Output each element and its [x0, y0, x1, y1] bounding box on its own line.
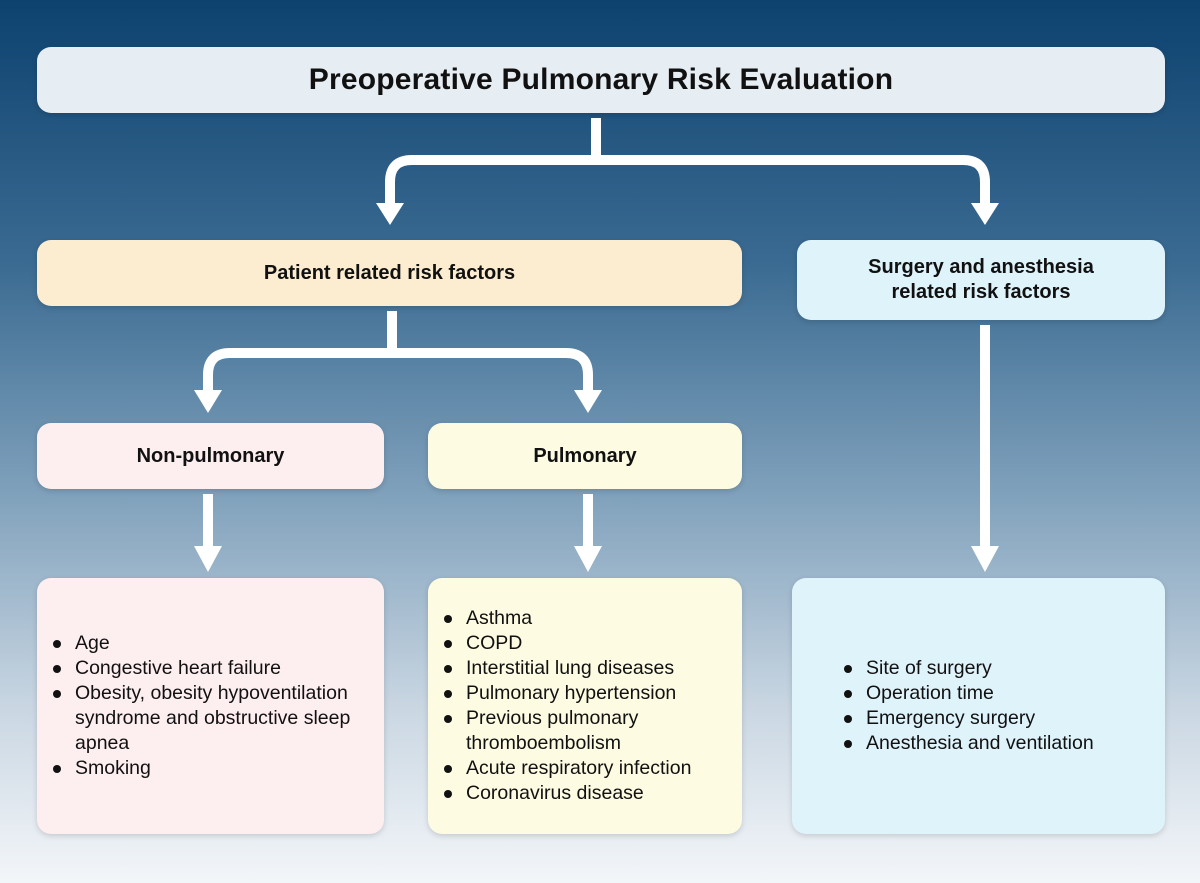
arrow-title-to-surgery: [596, 155, 990, 206]
pulmonary-list-box: Asthma COPD Interstitial lung diseases P…: [428, 578, 742, 834]
list-item: Site of surgery: [792, 656, 1165, 681]
arrowhead: [574, 546, 602, 572]
pulmonary-header: Pulmonary: [533, 444, 637, 467]
list-item: Emergency surgery: [792, 706, 1165, 731]
list-item: Acute respiratory infection: [428, 756, 728, 781]
surgery-list-box: Site of surgery Operation time Emergency…: [792, 578, 1165, 834]
pulmonary-box: Pulmonary: [428, 423, 742, 489]
list-item: Interstitial lung diseases: [428, 656, 728, 681]
surgery-header-line1: Surgery and anesthesia: [868, 256, 1094, 278]
list-item: Anesthesia and ventilation: [792, 731, 1165, 756]
surgery-risk-box: Surgery and anesthesia related risk fact…: [797, 240, 1165, 320]
title-box: Preoperative Pulmonary Risk Evaluation: [37, 47, 1165, 113]
arrow-patient-to-pulmonary: [392, 348, 593, 392]
arrow-patient-to-nonpulmonary: [203, 311, 397, 392]
arrowhead: [376, 203, 404, 225]
arrow-title-to-patient: [385, 118, 601, 206]
list-item: Previous pulmonary thromboembolism: [428, 706, 728, 756]
nonpulmonary-list-box: Age Congestive heart failure Obesity, ob…: [37, 578, 384, 834]
patient-risk-box: Patient related risk factors: [37, 240, 742, 306]
surgery-risk-header: Surgery and anesthesia related risk fact…: [868, 255, 1094, 305]
patient-risk-header: Patient related risk factors: [263, 261, 516, 284]
list-item: Age: [37, 631, 367, 656]
arrowhead: [574, 390, 602, 413]
list-item: Pulmonary hypertension: [428, 681, 728, 706]
arrowhead: [194, 390, 222, 413]
nonpulmonary-box: Non-pulmonary: [37, 423, 384, 489]
arrowhead: [971, 203, 999, 225]
list-item: Congestive heart failure: [37, 656, 367, 681]
diagram-title: Preoperative Pulmonary Risk Evaluation: [308, 63, 894, 96]
arrowhead: [194, 546, 222, 572]
arrowhead: [971, 546, 999, 572]
nonpulmonary-header: Non-pulmonary: [136, 444, 285, 467]
list-item: COPD: [428, 631, 728, 656]
list-item: Asthma: [428, 606, 728, 631]
surgery-header-line2: related risk factors: [891, 281, 1071, 303]
list-item: Operation time: [792, 681, 1165, 706]
list-item: Smoking: [37, 756, 367, 781]
list-item: Obesity, obesity hypoventilation syndrom…: [37, 681, 367, 756]
list-item: Coronavirus disease: [428, 781, 728, 806]
